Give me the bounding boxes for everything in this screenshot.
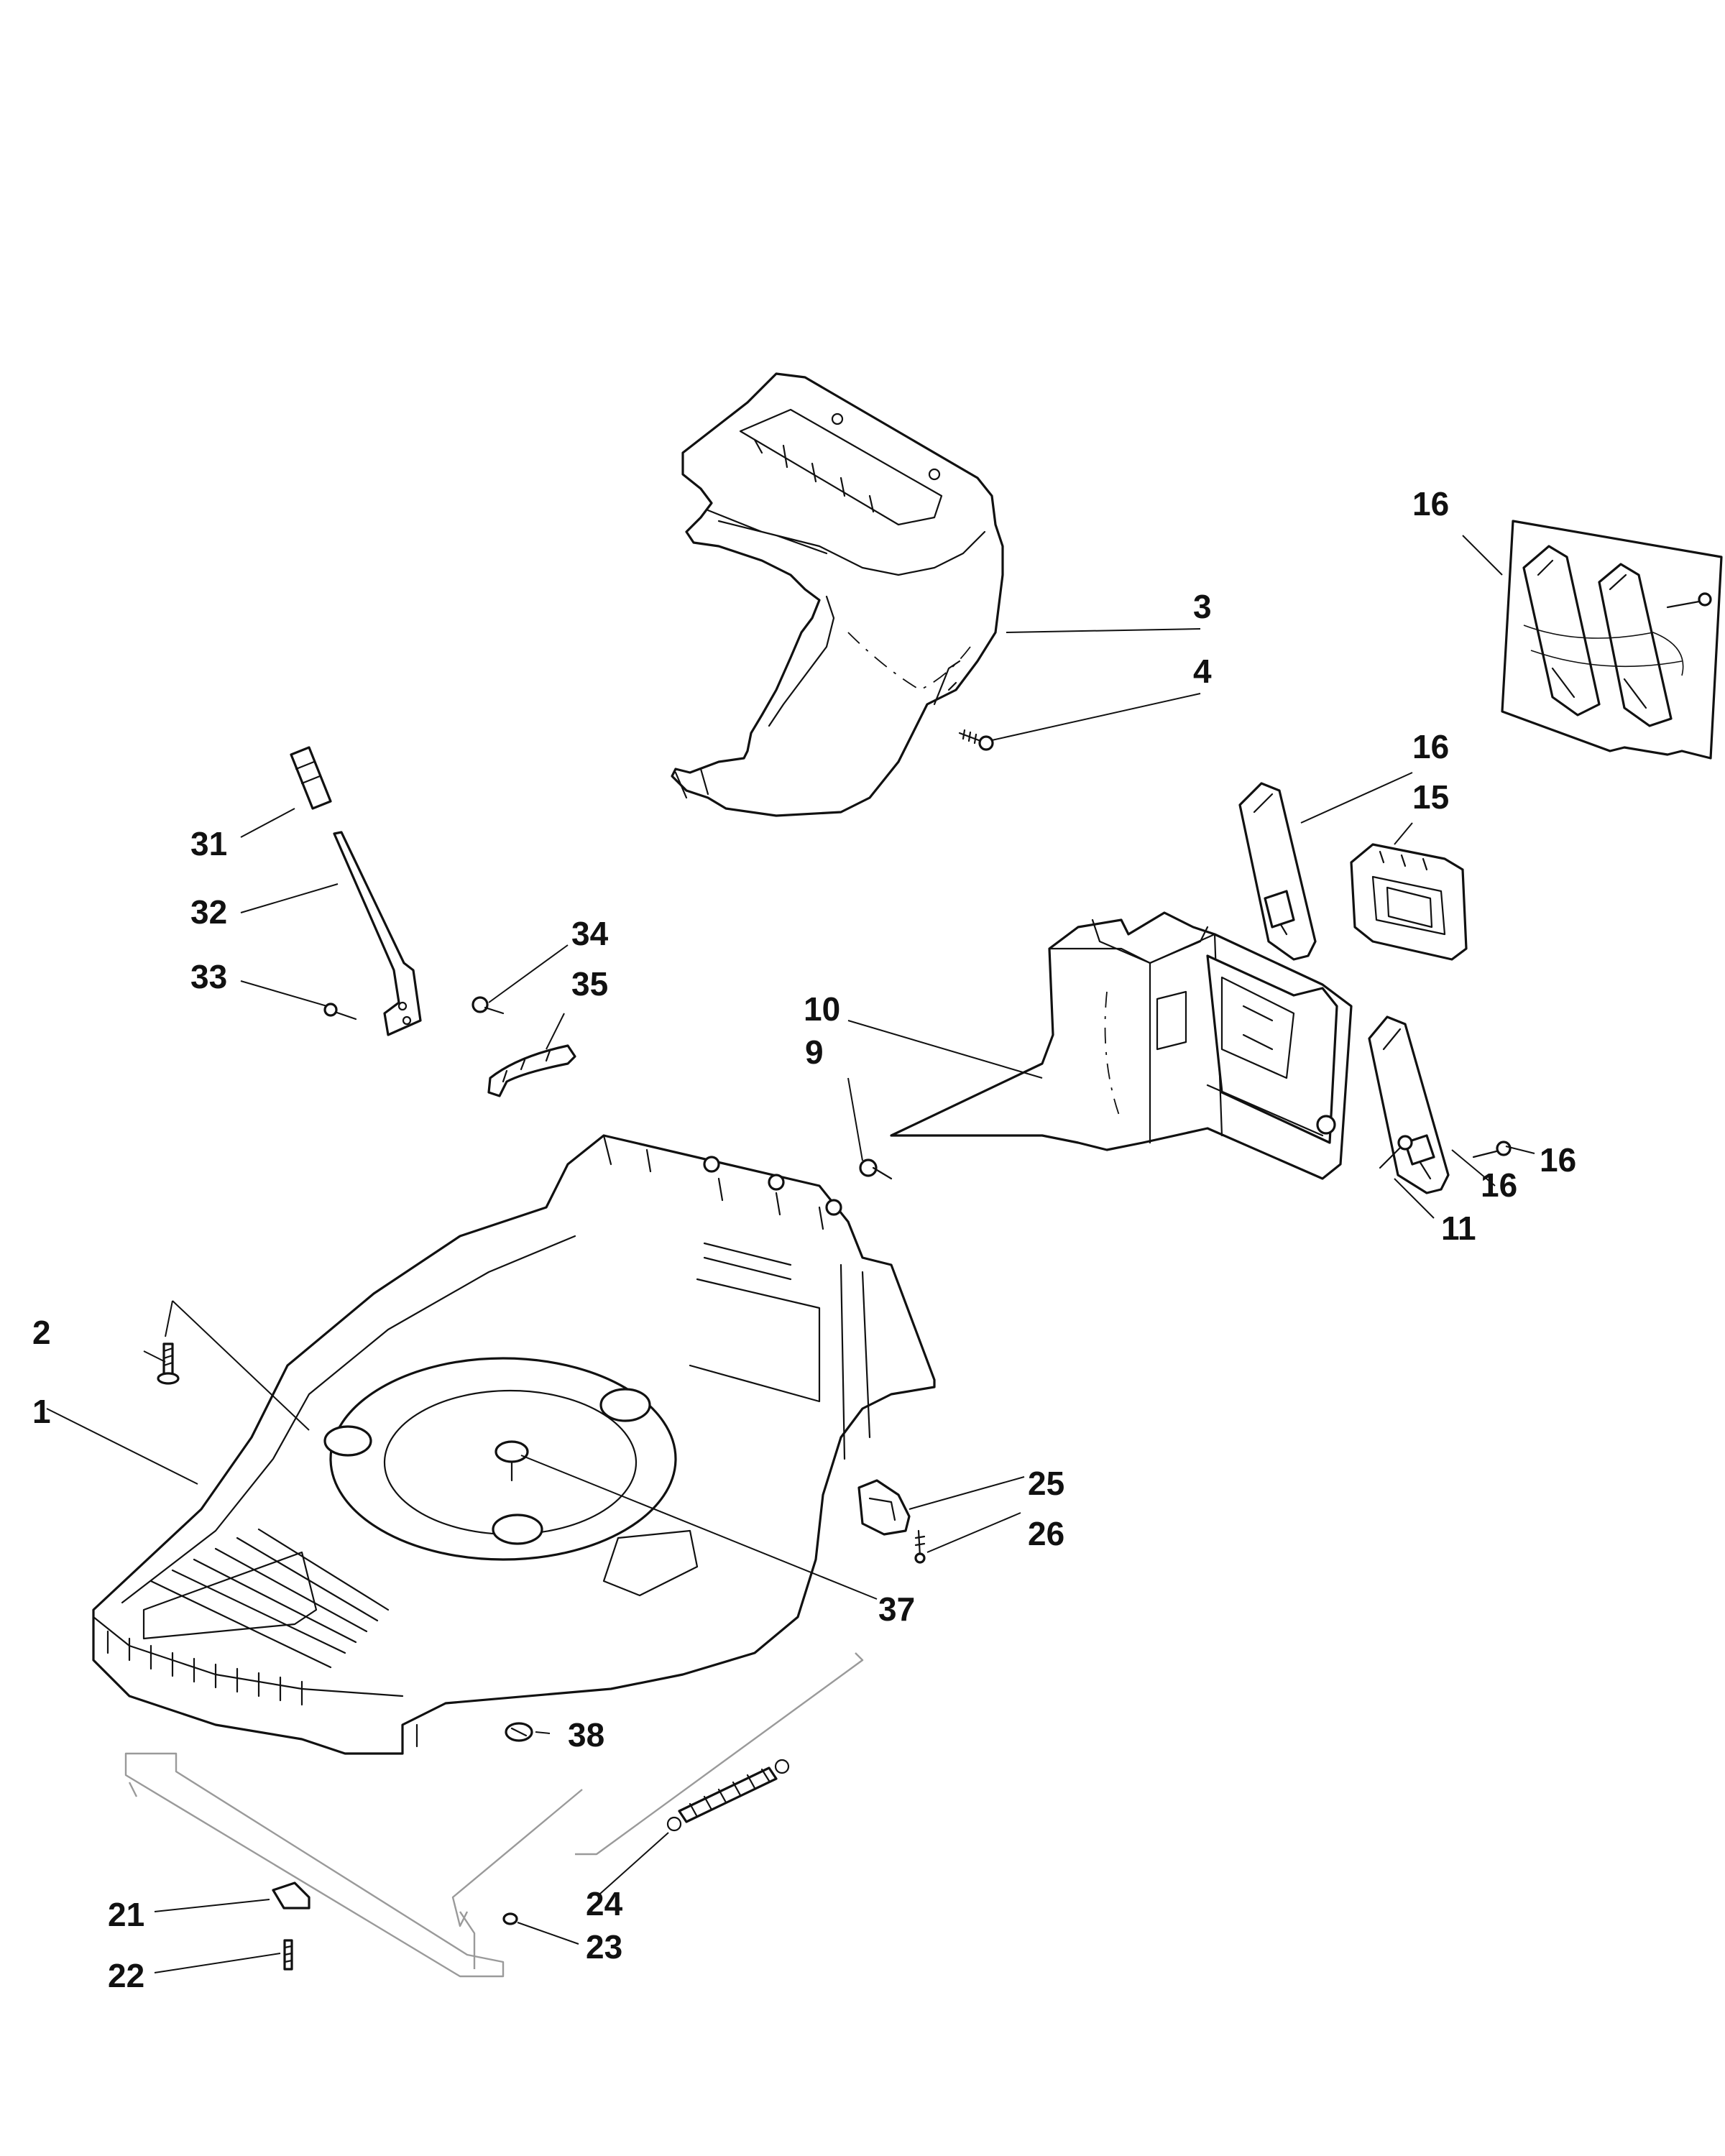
ghost-rear-axle	[124, 1652, 864, 1978]
callout-32: 32	[190, 893, 227, 931]
part-handle-bracket	[890, 911, 1353, 1180]
part-screw-26	[914, 1529, 926, 1564]
callout-24: 24	[586, 1885, 623, 1922]
callout-26: 26	[1028, 1515, 1064, 1552]
callout-15: 15	[1412, 778, 1449, 816]
callout-34: 34	[571, 915, 609, 952]
callout-37: 37	[878, 1590, 915, 1628]
callout-1: 1	[32, 1393, 51, 1430]
callout-labels: 1 2 3 4 9 10 11 15 16 16 16 16 21 22 23 …	[32, 485, 1576, 1994]
part-lever-grip	[290, 746, 332, 810]
part-screw-9	[859, 1158, 893, 1180]
part-washer-23	[502, 1912, 518, 1925]
leader-lines	[46, 535, 1535, 1973]
callout-10: 10	[804, 990, 840, 1028]
callout-16-upper: 16	[1412, 728, 1449, 765]
part-screw-34	[472, 996, 505, 1015]
callout-11: 11	[1441, 1210, 1476, 1247]
inset-clamp-detail	[1501, 520, 1723, 760]
callout-33: 33	[190, 958, 227, 995]
callout-2: 2	[32, 1314, 51, 1351]
callout-4: 4	[1193, 653, 1212, 690]
part-cable-guide	[1350, 843, 1468, 961]
callout-31: 31	[190, 825, 227, 862]
part-clamp-upper	[1238, 782, 1317, 961]
callout-21: 21	[108, 1896, 144, 1933]
part-lever-rod	[333, 831, 422, 1036]
part-screw-11	[1379, 1135, 1413, 1169]
part-height-indicator	[487, 1044, 576, 1097]
part-rear-cover	[671, 372, 1004, 817]
part-spring-24	[666, 1759, 790, 1832]
part-nut-38	[505, 1722, 533, 1742]
callout-22: 22	[108, 1957, 144, 1994]
callout-35: 35	[571, 965, 608, 1003]
part-clamp-lower	[1368, 1015, 1450, 1194]
part-screw-16	[1472, 1141, 1512, 1158]
callout-23: 23	[586, 1928, 622, 1966]
part-bracket-21	[272, 1881, 310, 1909]
callout-9: 9	[805, 1033, 824, 1071]
part-clip-25	[857, 1479, 911, 1536]
callout-25: 25	[1028, 1465, 1064, 1502]
part-screw-33	[323, 1003, 357, 1021]
callout-16-lower: 16	[1481, 1166, 1517, 1204]
part-screw-22	[283, 1939, 293, 1971]
callout-3: 3	[1193, 588, 1212, 625]
callout-16-screw: 16	[1540, 1141, 1576, 1179]
callout-38: 38	[568, 1716, 604, 1754]
part-mower-deck	[92, 1134, 936, 1755]
part-bolt-2	[157, 1342, 180, 1385]
part-screw-4	[958, 729, 994, 751]
callout-16-inset: 16	[1412, 485, 1449, 522]
